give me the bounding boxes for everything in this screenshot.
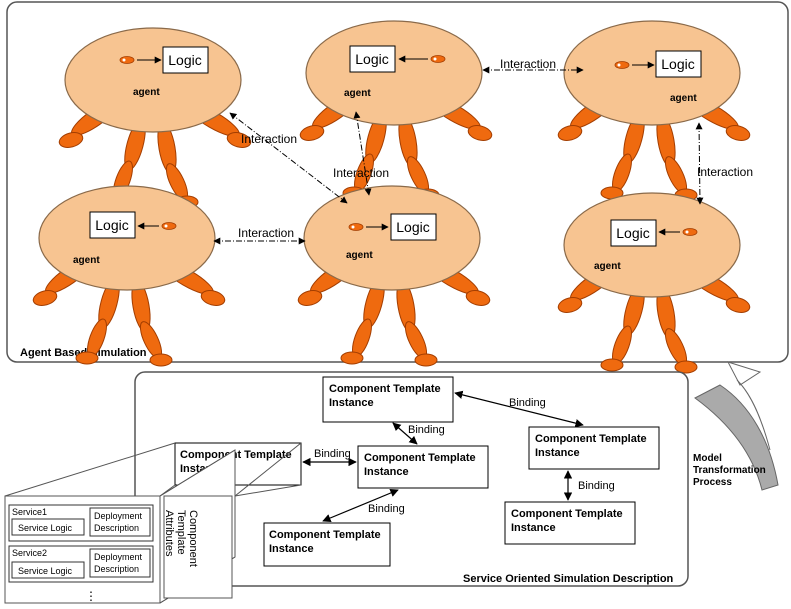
interaction-label: Interaction bbox=[241, 132, 297, 146]
svg-text:Component Template: Component Template bbox=[329, 383, 441, 395]
svg-text:Component Template: Component Template bbox=[269, 529, 381, 541]
svg-text:Description: Description bbox=[94, 523, 139, 533]
agent-2: Logic agent bbox=[298, 20, 494, 202]
binding-arrow bbox=[454, 390, 584, 428]
agent-label: agent bbox=[73, 255, 100, 266]
agent-label: agent bbox=[670, 93, 697, 104]
logic-label: Logic bbox=[616, 225, 649, 241]
logic-box bbox=[162, 46, 209, 74]
interaction-label: Interaction bbox=[333, 166, 389, 180]
logic-box bbox=[610, 219, 657, 247]
svg-text:Service1: Service1 bbox=[12, 507, 47, 517]
svg-text:Component Template: Component Template bbox=[364, 452, 476, 464]
logic-box bbox=[655, 50, 702, 78]
agent-1: Logic agent bbox=[57, 27, 253, 209]
transformation-label-line2: Transformation bbox=[693, 465, 766, 476]
component-detail-box: Component Template Attributes Service1 S… bbox=[4, 449, 236, 604]
svg-text:Instance: Instance bbox=[535, 447, 580, 459]
agent-panel-border bbox=[6, 1, 789, 363]
svg-text:Template: Template bbox=[175, 510, 187, 555]
interaction-arrow bbox=[695, 122, 704, 205]
component-instance-6: Component Template Instance bbox=[263, 522, 391, 567]
binding-arrow bbox=[322, 489, 399, 522]
svg-text:Service Logic: Service Logic bbox=[18, 523, 73, 533]
logic-box bbox=[89, 211, 136, 239]
transformation-label-line3: Process bbox=[693, 477, 732, 488]
agent-5: Logic agent bbox=[296, 185, 492, 367]
svg-text:Deployment: Deployment bbox=[94, 511, 143, 521]
binding-label: Binding bbox=[578, 480, 615, 492]
agent-3: Logic agent bbox=[556, 20, 752, 202]
transformation-label-line1: Model bbox=[693, 453, 722, 464]
svg-text:Component: Component bbox=[187, 510, 199, 567]
svg-text:Component Template: Component Template bbox=[180, 449, 292, 461]
interaction-label: Interaction bbox=[500, 57, 556, 71]
interaction-label: Interaction bbox=[238, 226, 294, 240]
component-instance-5: Component Template Instance bbox=[504, 501, 636, 545]
ellipsis: ⋮ bbox=[85, 589, 97, 603]
interaction-arrow bbox=[229, 112, 348, 204]
svg-text:Instance: Instance bbox=[364, 466, 409, 478]
svg-text:Component Template: Component Template bbox=[511, 508, 623, 520]
svg-text:Attributes: Attributes bbox=[163, 510, 175, 557]
agent-4: Logic agent bbox=[31, 185, 227, 367]
interaction-arrow bbox=[353, 111, 372, 196]
component-instance-1: Component Template Instance bbox=[322, 376, 454, 423]
agent-6: Logic agent bbox=[556, 192, 752, 374]
logic-label: Logic bbox=[95, 217, 128, 233]
service-panel-caption: Service Oriented Simulation Description bbox=[463, 573, 674, 585]
component-instance-3: Component Template Instance bbox=[357, 445, 489, 489]
svg-text:Instance: Instance bbox=[329, 397, 374, 409]
svg-text:Service Logic: Service Logic bbox=[18, 566, 73, 576]
binding-label: Binding bbox=[314, 448, 351, 460]
logic-label: Logic bbox=[168, 52, 201, 68]
attributes-panel bbox=[163, 495, 233, 599]
svg-text:Deployment: Deployment bbox=[94, 552, 143, 562]
zoom-projection-lines bbox=[4, 442, 302, 497]
logic-label: Logic bbox=[661, 56, 694, 72]
agent-label: agent bbox=[346, 250, 373, 261]
binding-arrow bbox=[392, 422, 418, 445]
logic-box bbox=[349, 45, 396, 73]
agent-label: agent bbox=[133, 87, 160, 98]
agent-label: agent bbox=[594, 261, 621, 272]
agent-label: agent bbox=[344, 88, 371, 99]
binding-label: Binding bbox=[368, 503, 405, 515]
svg-text:Instance: Instance bbox=[269, 543, 314, 555]
component-instance-4: Component Template Instance bbox=[528, 426, 660, 470]
interaction-label: Interaction bbox=[697, 165, 753, 179]
service-panel-border bbox=[134, 371, 689, 587]
logic-box bbox=[390, 213, 437, 241]
binding-label: Binding bbox=[509, 397, 546, 409]
svg-text:Description: Description bbox=[94, 564, 139, 574]
svg-text:Instance: Instance bbox=[511, 522, 556, 534]
logic-label: Logic bbox=[396, 219, 429, 235]
binding-label: Binding bbox=[408, 424, 445, 436]
logic-label: Logic bbox=[355, 51, 388, 67]
svg-text:Service2: Service2 bbox=[12, 548, 47, 558]
transformation-arrow-icon bbox=[694, 361, 779, 491]
svg-text:Component Template: Component Template bbox=[535, 433, 647, 445]
